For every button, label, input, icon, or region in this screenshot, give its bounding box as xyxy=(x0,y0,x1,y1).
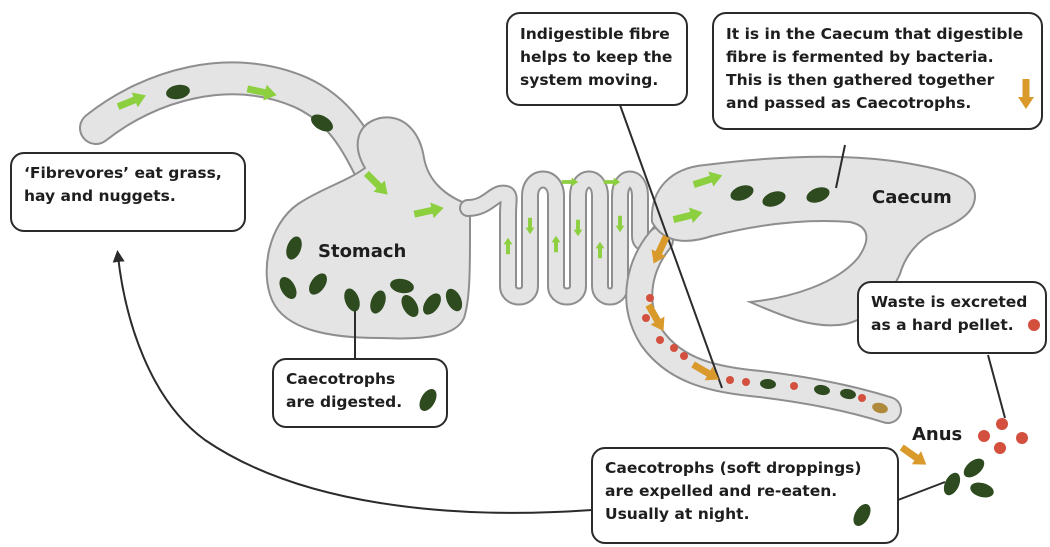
callout-text-line: and passed as Caecotrophs. xyxy=(726,92,1029,115)
caecotroph-pellet-icon xyxy=(941,470,964,498)
stomach-shape xyxy=(267,117,470,338)
stomach-label: Stomach xyxy=(318,241,406,262)
caecum-fermentation-callout: It is in the Caecum that digestible fibr… xyxy=(712,12,1043,130)
callout-text-line: helps to keep the xyxy=(520,46,674,69)
hard-pellet-icon xyxy=(742,378,750,386)
hard-pellet-icon xyxy=(680,352,688,360)
callout-text-line: Waste is excreted xyxy=(871,291,1033,314)
callout-text-line: This is then gathered together xyxy=(726,69,1029,92)
callout-text-line: are expelled and re-eaten. xyxy=(605,480,885,503)
hard-pellet-icon xyxy=(1016,432,1028,444)
callout-text-line: are digested. xyxy=(286,391,434,414)
waste-callout: Waste is excreted as a hard pellet. xyxy=(857,281,1047,354)
callout-text-line: hay and nuggets. xyxy=(24,185,232,208)
hard-pellet-icon xyxy=(858,394,866,402)
orange-arrow-icon xyxy=(897,441,931,471)
caecum-label: Caecum xyxy=(872,187,952,208)
hard-pellet-icon xyxy=(726,376,734,384)
hard-pellet-icon xyxy=(646,294,654,302)
anus-label: Anus xyxy=(912,424,962,445)
callout-text-line: Caecotrophs xyxy=(286,368,434,391)
hard-pellet-icon xyxy=(790,382,798,390)
hard-pellet-icon xyxy=(994,442,1006,454)
callout-text-line: Caecotrophs (soft droppings) xyxy=(605,457,885,480)
caecotroph-pellet-icon xyxy=(960,455,987,481)
callout-text-line: Indigestible fibre xyxy=(520,23,674,46)
caecotroph-pellet-icon xyxy=(969,480,996,500)
callout-text-line: as a hard pellet. xyxy=(871,314,1033,337)
indigestible-fibre-callout: Indigestible fibre helps to keep the sys… xyxy=(506,12,688,106)
callout-text-line: Usually at night. xyxy=(605,503,885,526)
callout-text-line: fibre is fermented by bacteria. xyxy=(726,46,1029,69)
hard-pellet-icon xyxy=(670,344,678,352)
callout-text-line: ‘Fibrevores’ eat grass, xyxy=(24,162,232,185)
callout-text-line: It is in the Caecum that digestible xyxy=(726,23,1029,46)
digested-callout: Caecotrophs are digested. xyxy=(272,358,448,428)
hard-pellet-icon xyxy=(656,336,664,344)
fibrevores-callout: ‘Fibrevores’ eat grass, hay and nuggets. xyxy=(10,152,246,232)
callout-text-line: system moving. xyxy=(520,69,674,92)
expelled-callout: Caecotrophs (soft droppings) are expelle… xyxy=(591,447,899,544)
hard-pellet-icon xyxy=(996,418,1008,430)
hard-pellet-icon xyxy=(978,430,990,442)
hard-pellet-icon xyxy=(642,314,650,322)
